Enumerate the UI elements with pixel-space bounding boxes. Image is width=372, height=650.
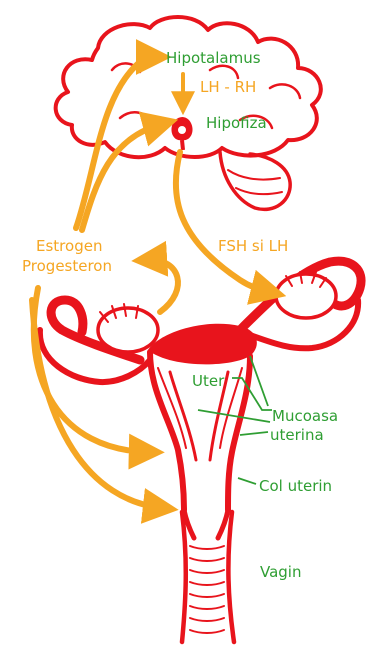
- label-mucosa-line2: uterina: [270, 426, 324, 444]
- label-vagina: Vagin: [260, 563, 301, 581]
- label-uterus: Uter: [192, 372, 225, 390]
- label-fsh-lh: FSH si LH: [218, 237, 288, 255]
- brain: [56, 17, 321, 209]
- label-hypothalamus: Hipotalamus: [166, 49, 261, 67]
- label-mucosa: Mucoasa: [272, 407, 338, 425]
- label-progesterone: Progesteron: [22, 257, 112, 275]
- label-cervix: Col uterin: [259, 477, 332, 495]
- label-estrogen: Estrogen: [36, 237, 102, 255]
- pituitary-gland: [171, 117, 192, 150]
- reproductive-organs: [40, 261, 361, 642]
- vaginal-rugae: [190, 546, 224, 633]
- label-pituitary: Hipofiza: [206, 114, 267, 132]
- label-lh-rh: LH - RH: [200, 78, 256, 96]
